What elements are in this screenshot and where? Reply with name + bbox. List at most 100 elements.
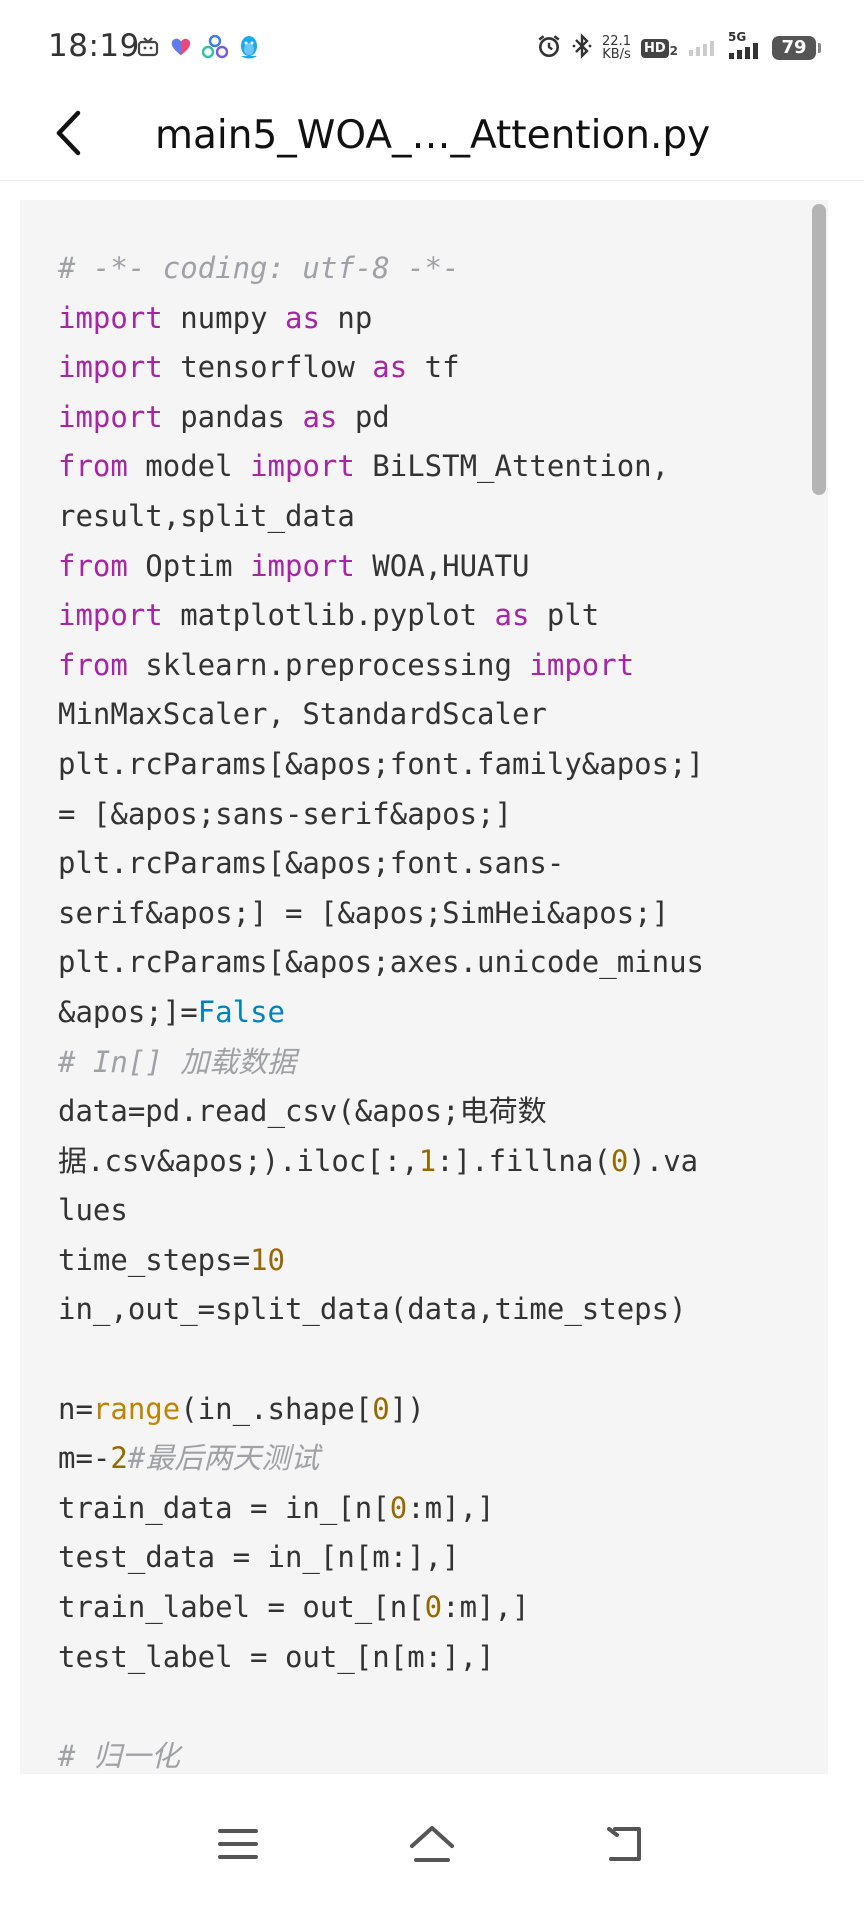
code-token: m=- <box>58 1441 111 1476</box>
code-token: :m],] <box>442 1590 530 1625</box>
code-token: model <box>127 449 251 484</box>
code-token: plt.rcParams[&apos;font.sans- <box>58 846 565 881</box>
code-line: from sklearn.preprocessing import <box>58 641 704 691</box>
code-token: from <box>58 647 128 682</box>
code-line: = [&apos;sans-serif&apos;] <box>58 790 704 840</box>
menu-button[interactable] <box>206 1814 270 1878</box>
code-token: 0 <box>424 1590 443 1625</box>
code-token: 2 <box>110 1441 128 1476</box>
code-token: # 归一化 <box>58 1738 180 1773</box>
code-line: plt.rcParams[&apos;axes.unicode_minus <box>58 938 704 988</box>
code-line: &apos;]=False <box>58 988 704 1038</box>
back-button[interactable] <box>40 100 96 170</box>
code-block: # -*- coding: utf-8 -*- import numpy as n… <box>58 244 704 1774</box>
nav-back-button[interactable] <box>594 1814 658 1878</box>
code-token: 10 <box>250 1242 285 1277</box>
code-line: from model import BiLSTM_Attention, <box>58 442 704 492</box>
code-token: import <box>529 647 635 682</box>
code-token: import <box>58 300 163 335</box>
status-bar: 18:19 22.1 KB/s HD 2 <box>0 0 864 96</box>
code-token: import <box>58 399 163 434</box>
system-nav-bar <box>0 1774 864 1920</box>
code-token: 0 <box>372 1391 390 1426</box>
code-line: in_,out_=split_data(data,time_steps) <box>58 1285 704 1335</box>
code-token: numpy <box>162 300 285 335</box>
code-token: serif&apos;] = [&apos;SimHei&apos;] <box>58 895 670 930</box>
code-token: np <box>319 300 373 335</box>
code-token: as <box>494 598 530 633</box>
code-line: # -*- coding: utf-8 -*- <box>58 244 704 294</box>
code-token: BiLSTM_Attention, <box>354 449 670 484</box>
code-token: # In[] 加载数据 <box>58 1044 297 1079</box>
code-token: import <box>58 598 163 633</box>
status-system-icons: 22.1 KB/s HD 2 5G 79 <box>536 30 821 66</box>
code-token: :m],] <box>407 1490 495 1525</box>
code-token: lues <box>58 1193 128 1228</box>
code-token: 0 <box>389 1490 408 1525</box>
code-token: from <box>58 548 128 583</box>
code-token: in_,out_=split_data(data,time_steps) <box>58 1292 687 1327</box>
code-token: pandas <box>162 399 303 434</box>
code-line: # 归一化 <box>58 1732 704 1774</box>
code-token: as <box>302 399 338 434</box>
code-line: import pandas as pd <box>58 393 704 443</box>
code-token: # -*- coding: utf-8 -*- <box>58 251 460 285</box>
code-token: train_data = in_[n[ <box>58 1490 390 1525</box>
chevron-left-icon <box>51 107 85 164</box>
code-line: n=range(in_.shape[0]) <box>58 1385 704 1435</box>
code-line: serif&apos;] = [&apos;SimHei&apos;] <box>58 889 704 939</box>
code-token: False <box>197 994 285 1029</box>
code-token: ]) <box>389 1391 425 1426</box>
code-token: 0 <box>610 1143 629 1178</box>
signal-2-icon <box>728 43 762 64</box>
code-token: = [&apos;sans-serif&apos;] <box>58 796 512 831</box>
code-line: lues <box>58 1186 704 1236</box>
hd-sub: 2 <box>669 43 678 58</box>
code-token: Optim <box>127 548 251 583</box>
bluetooth-icon <box>572 32 592 64</box>
scrollbar[interactable] <box>812 204 826 1770</box>
menu-icon <box>218 1827 258 1866</box>
code-line: plt.rcParams[&apos;font.family&apos;] <box>58 740 704 790</box>
back-icon <box>605 1825 647 1868</box>
heart-icon <box>170 36 192 63</box>
code-line: import numpy as np <box>58 294 704 344</box>
code-line: test_label = out_[n[m:],] <box>58 1633 704 1683</box>
dots-icon <box>201 34 229 64</box>
battery-indicator: 79 <box>772 36 821 60</box>
code-token: data=pd.read_csv(&apos;电荷数 <box>58 1094 547 1129</box>
status-time: 18:19 <box>48 28 140 64</box>
code-line <box>58 1682 704 1732</box>
code-token: test_data = in_[n[m:],] <box>58 1540 460 1575</box>
code-token: n= <box>58 1391 93 1426</box>
code-line: MinMaxScaler, StandardScaler <box>58 690 704 740</box>
code-token: plt.rcParams[&apos;axes.unicode_minus <box>58 945 705 980</box>
code-token: WOA,HUATU <box>354 548 530 583</box>
home-button[interactable] <box>400 1814 464 1878</box>
tv-icon <box>136 35 160 64</box>
code-token: from <box>58 449 128 484</box>
code-token: as <box>372 350 408 385</box>
code-token: sklearn.preprocessing <box>127 647 530 682</box>
code-viewer[interactable]: # -*- coding: utf-8 -*- import numpy as n… <box>20 200 828 1774</box>
code-token: plt <box>529 598 600 633</box>
network-speed-unit: KB/s <box>602 47 631 62</box>
code-token: :].fillna( <box>436 1143 611 1178</box>
code-line: from Optim import WOA,HUATU <box>58 542 704 592</box>
code-token: pd <box>337 399 390 434</box>
code-token: #最后两天测试 <box>127 1441 320 1476</box>
code-token: 据.csv&apos;).iloc[:, <box>58 1143 419 1178</box>
code-line: time_steps=10 <box>58 1236 704 1286</box>
code-token: tf <box>407 350 460 385</box>
code-line: m=-2#最后两天测试 <box>58 1434 704 1484</box>
code-token: train_label = out_[n[ <box>58 1590 425 1625</box>
signal-1-icon <box>688 36 718 61</box>
scrollbar-thumb[interactable] <box>812 204 826 496</box>
code-line: result,split_data <box>58 492 704 542</box>
hd-label: HD <box>640 38 669 58</box>
code-token: import <box>250 449 355 484</box>
code-line: test_data = in_[n[m:],] <box>58 1533 704 1583</box>
code-token: plt.rcParams[&apos;font.family&apos;] <box>58 746 705 781</box>
penguin-icon <box>238 34 260 65</box>
code-token: as <box>284 300 320 335</box>
